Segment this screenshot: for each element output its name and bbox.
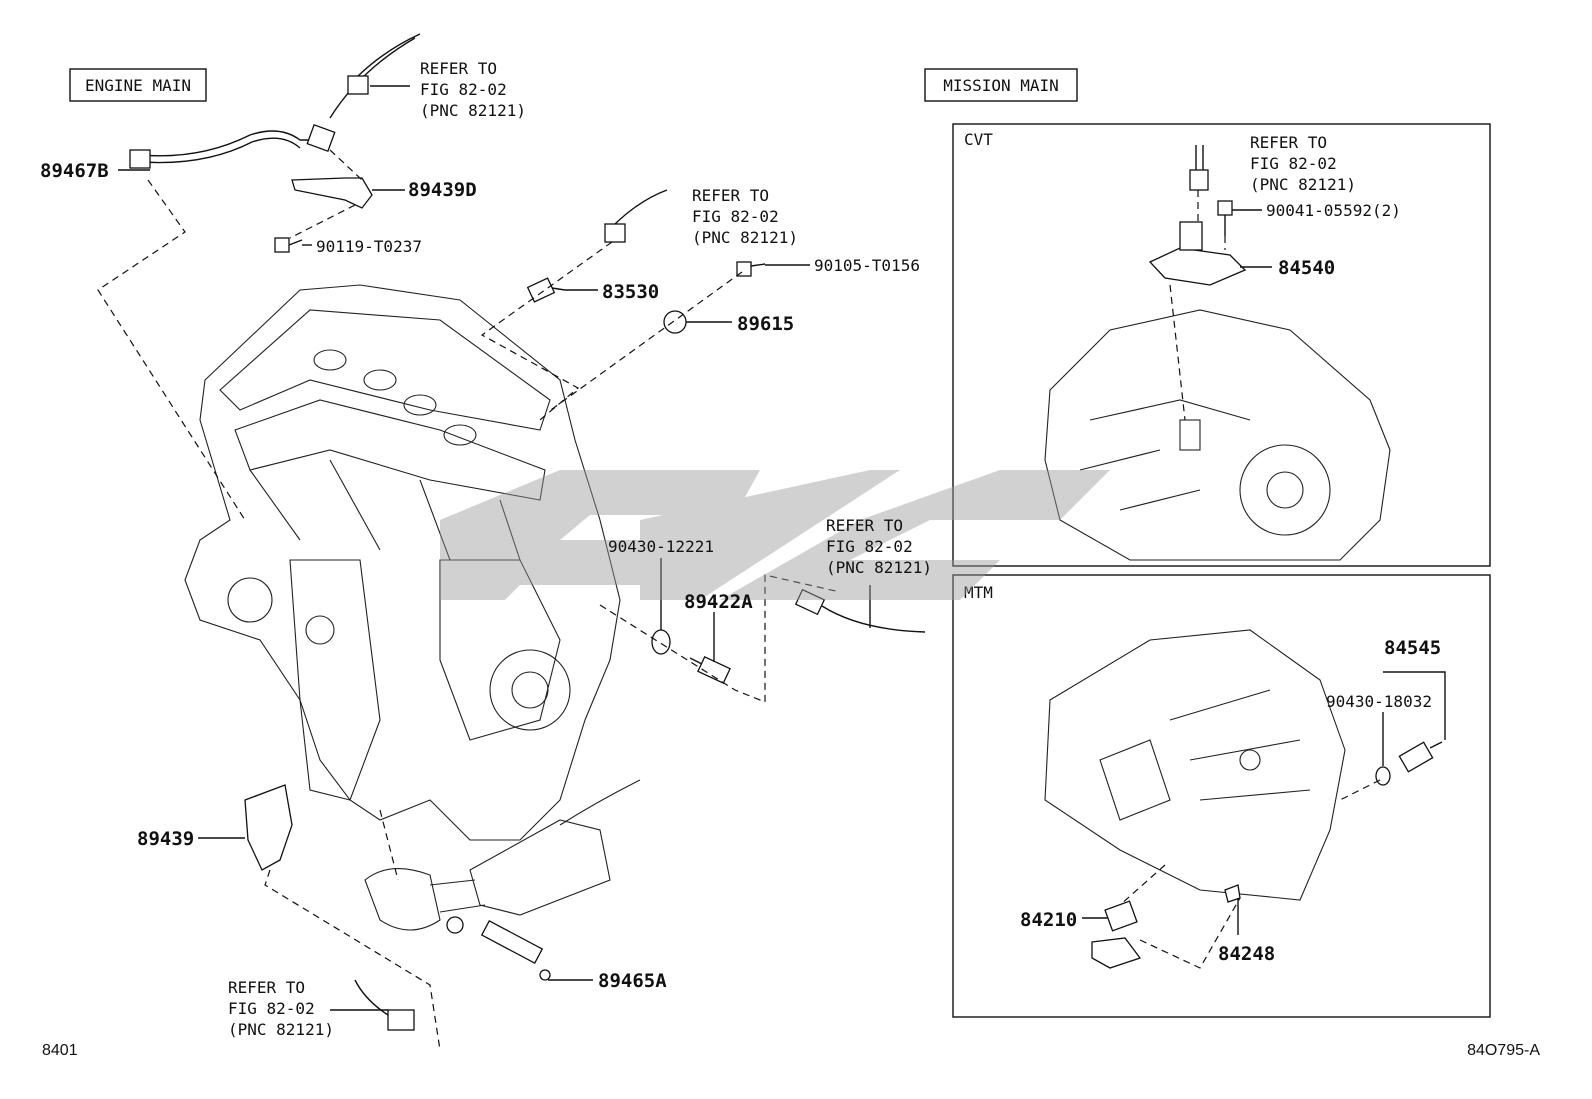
part-label-90041: 90041-05592(2) <box>1266 201 1401 220</box>
part-label-84540: 84540 <box>1278 257 1335 279</box>
part-90430-18032-drawing <box>1375 766 1391 786</box>
svg-text:(PNC 82121): (PNC 82121) <box>692 228 798 247</box>
svg-text:REFER TO: REFER TO <box>692 186 769 205</box>
svg-text:REFER TO: REFER TO <box>826 516 903 535</box>
engine-main-label: ENGINE MAIN <box>85 76 191 95</box>
mission-main-box <box>924 68 1078 102</box>
part-90119-drawing <box>274 237 303 253</box>
refer-block-top: REFER TO FIG 82-02 (PNC 82121) <box>420 59 526 120</box>
svg-text:FIG 82-02: FIG 82-02 <box>692 207 779 226</box>
svg-text:(PNC 82121): (PNC 82121) <box>420 101 526 120</box>
svg-text:(PNC 82121): (PNC 82121) <box>1250 175 1356 194</box>
svg-text:(PNC 82121): (PNC 82121) <box>826 558 932 577</box>
mtm-label: MTM <box>964 583 993 602</box>
part-89465a-drawing <box>480 919 551 981</box>
refer-block-89422a: REFER TO FIG 82-02 (PNC 82121) <box>826 516 932 577</box>
part-84545-drawing <box>1398 741 1443 773</box>
part-label-90430-18032: 90430-18032 <box>1326 692 1432 711</box>
part-label-89467b: 89467B <box>40 160 109 182</box>
page-code: 8401 <box>42 1042 78 1059</box>
connector-cvt <box>1189 145 1209 191</box>
harness-83530 <box>614 189 668 225</box>
svg-text:FIG 82-02: FIG 82-02 <box>420 80 507 99</box>
engine-assembly-drawing <box>184 284 621 841</box>
mtm-box <box>952 574 1491 1018</box>
engine-main-box <box>69 68 207 102</box>
part-90430-12221-drawing <box>651 629 671 655</box>
cvt-box <box>952 123 1491 567</box>
part-label-89439: 89439 <box>137 828 194 850</box>
part-label-90119: 90119-T0237 <box>316 237 422 256</box>
dashed-reference-lines <box>97 149 1381 1051</box>
refer-block-bottom: REFER TO FIG 82-02 (PNC 82121) <box>228 978 334 1039</box>
part-label-89465a: 89465A <box>598 970 667 992</box>
part-84540-drawing <box>1148 221 1247 286</box>
figure-code: 84O795-A <box>1467 1042 1540 1059</box>
part-89422a-drawing <box>689 655 731 685</box>
connector-83530-harness <box>604 223 626 243</box>
part-label-83530: 83530 <box>602 281 659 303</box>
part-90041-drawing <box>1217 200 1233 236</box>
leader-lines <box>118 85 1446 1011</box>
svg-text:REFER TO: REFER TO <box>228 978 305 997</box>
part-label-84210: 84210 <box>1020 909 1077 931</box>
mission-main-label: MISSION MAIN <box>943 76 1059 95</box>
svg-text:FIG 82-02: FIG 82-02 <box>826 537 913 556</box>
svg-text:(PNC 82121): (PNC 82121) <box>228 1020 334 1039</box>
part-label-84248: 84248 <box>1218 943 1275 965</box>
svg-text:FIG 82-02: FIG 82-02 <box>228 999 315 1018</box>
part-label-89439d: 89439D <box>408 179 477 201</box>
svg-text:REFER TO: REFER TO <box>420 59 497 78</box>
catalytic-converter-drawing <box>364 779 641 934</box>
part-label-90430-12221: 90430-12221 <box>608 537 714 556</box>
part-90105-drawing <box>736 261 766 277</box>
refer-block-cvt: REFER TO FIG 82-02 (PNC 82121) <box>1250 133 1356 194</box>
part-89439d-drawing <box>291 177 373 209</box>
part-label-84545: 84545 <box>1384 637 1441 659</box>
connector-bottom <box>354 979 415 1031</box>
part-label-89615: 89615 <box>737 313 794 335</box>
part-label-90105: 90105-T0156 <box>814 256 920 275</box>
cvt-label: CVT <box>964 130 993 149</box>
connector-top <box>347 75 369 95</box>
svg-text:FIG 82-02: FIG 82-02 <box>1250 154 1337 173</box>
mtm-transmission-drawing <box>1044 629 1346 901</box>
harness-top <box>357 33 421 77</box>
cvt-transmission-drawing <box>1044 309 1391 561</box>
part-89439-drawing <box>244 784 293 871</box>
part-label-89422a: 89422A <box>684 591 753 613</box>
refer-block-83530: REFER TO FIG 82-02 (PNC 82121) <box>692 186 798 247</box>
connector-89422a-harness <box>794 585 926 633</box>
svg-text:REFER TO: REFER TO <box>1250 133 1327 152</box>
part-84210-drawing <box>1091 900 1142 969</box>
part-89467b-drawing <box>129 37 416 169</box>
watermark-logo <box>440 470 1110 600</box>
